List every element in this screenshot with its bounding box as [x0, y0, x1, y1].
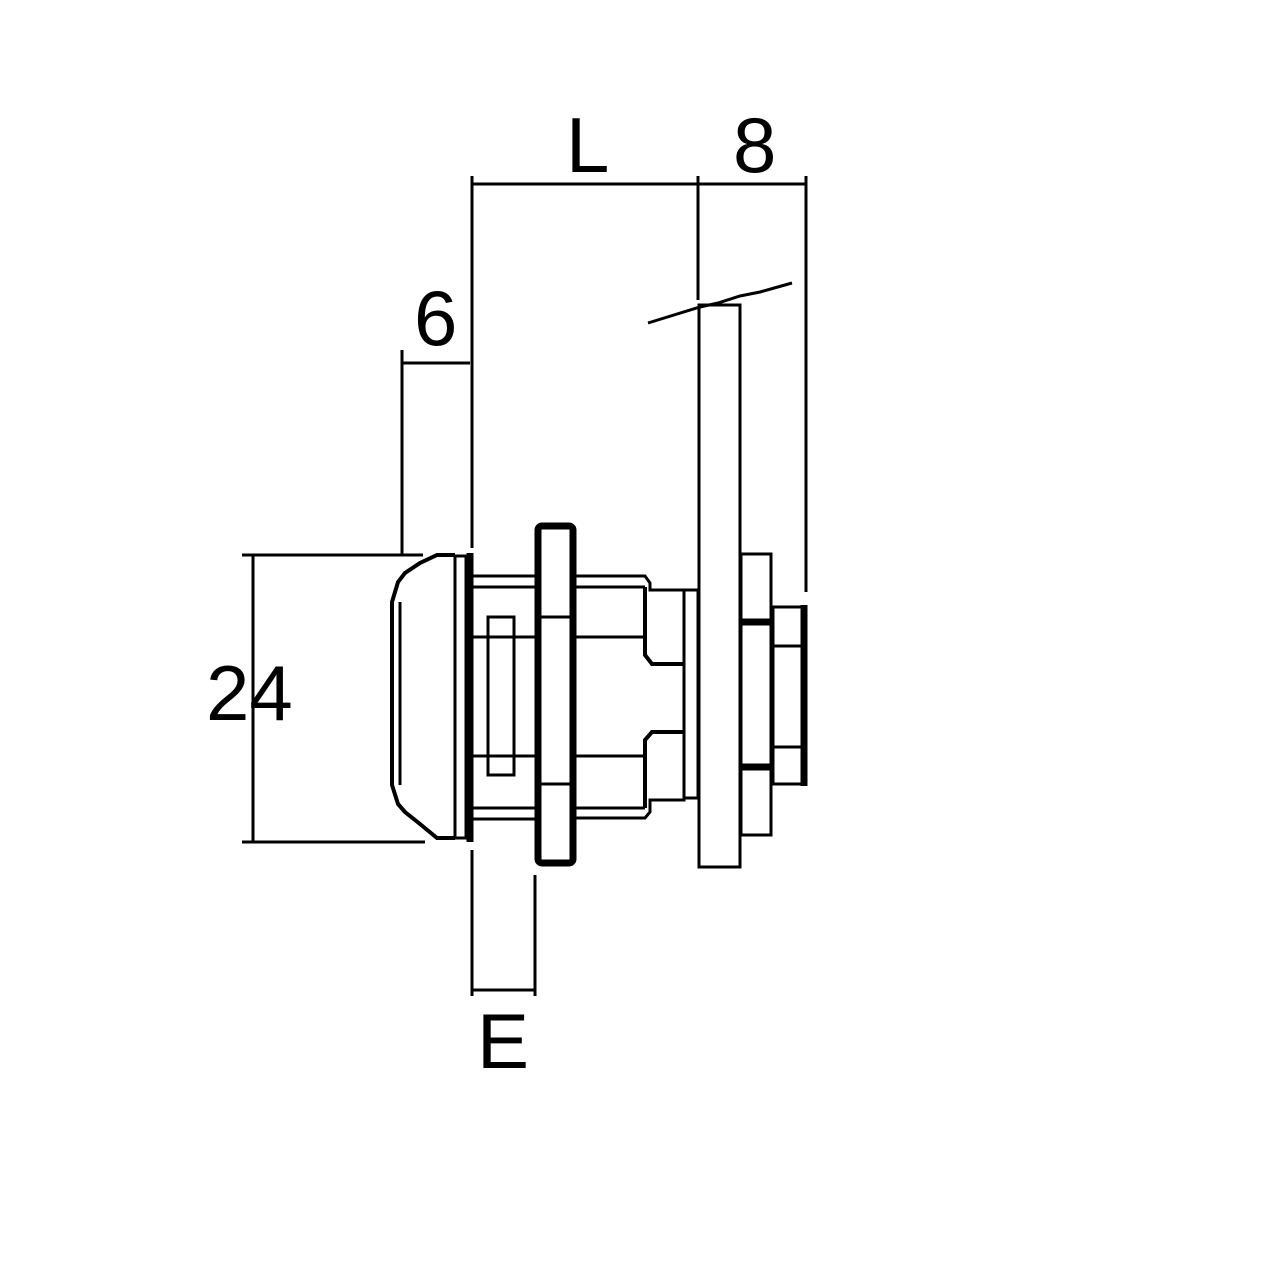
panel-break-line [647, 281, 793, 325]
hex-nut [739, 552, 773, 837]
barrel-rear [575, 574, 686, 820]
cam [771, 605, 805, 786]
head-plate [453, 554, 468, 840]
label-8: 8 [733, 101, 776, 189]
dimension-lines [242, 176, 808, 996]
label-l: L [566, 101, 609, 189]
label-6: 6 [414, 274, 457, 362]
lock-body [390, 281, 808, 869]
label-24: 24 [206, 649, 293, 737]
hex-nut-edges [741, 618, 771, 771]
barrel-end [682, 588, 700, 800]
barrel-lines [473, 574, 535, 821]
label-e: E [477, 997, 529, 1085]
nut-lines [541, 615, 570, 786]
barrel-slot [486, 615, 516, 777]
lock-head [390, 553, 455, 840]
panel [697, 303, 742, 869]
cam-lines [773, 644, 803, 749]
mounting-nut [534, 522, 577, 867]
barrel-step [643, 587, 684, 808]
